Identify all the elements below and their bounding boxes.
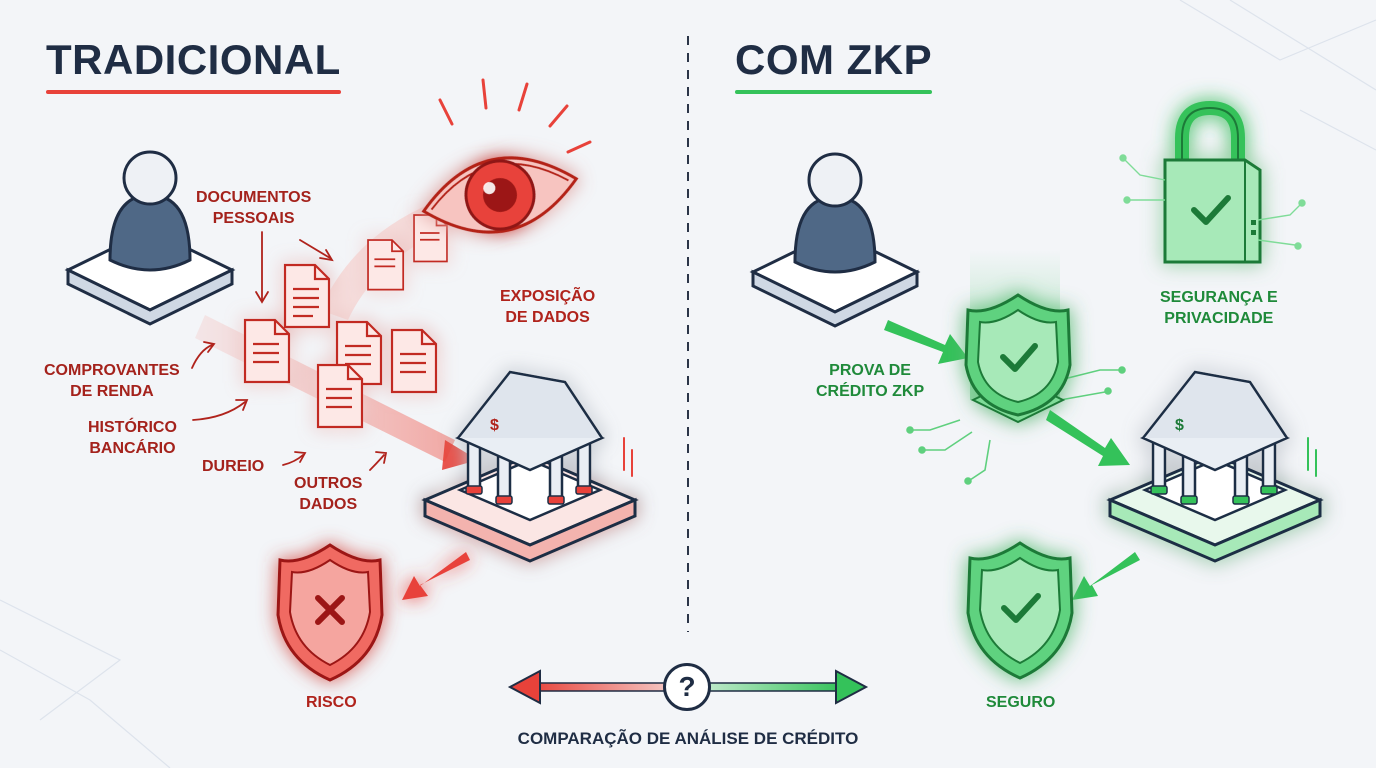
user-icon <box>749 152 921 328</box>
shield-x-icon <box>276 543 384 682</box>
arrow-to-safe <box>1072 552 1140 600</box>
bank-icon: $ <box>421 370 639 563</box>
lock-circuit <box>1119 154 1306 250</box>
label-prova: PROVA DE CRÉDITO ZKP <box>816 362 925 400</box>
svg-text:$: $ <box>490 417 499 434</box>
bank-sparkle <box>1307 437 1317 477</box>
label-exposicao: EXPOSIÇÃO DE DADOS <box>500 288 596 326</box>
proof-circuit <box>906 366 1126 485</box>
arrow-to-risk <box>402 552 470 600</box>
label-outros: OUTROS DADOS <box>294 475 363 513</box>
traditional-title: TRADICIONAL <box>46 36 341 94</box>
label-documentos: DOCUMENTOS PESSOAIS <box>196 189 312 227</box>
svg-text:$: $ <box>1175 417 1184 434</box>
label-seguro: SEGURO <box>986 694 1056 711</box>
shield-check-icon <box>964 293 1072 424</box>
label-seguranca: SEGURANÇA E PRIVACIDADE <box>1160 289 1278 327</box>
zkp-title: COM ZKP <box>735 36 933 94</box>
label-historico: HISTÓRICO BANCÁRIO <box>88 419 177 457</box>
question-icon: ? <box>663 663 711 711</box>
label-dureio: DUREIO <box>202 458 265 475</box>
label-risco: RISCO <box>306 694 357 711</box>
label-comprovantes: COMPROVANTES DE RENDA <box>44 362 180 400</box>
arrow-to-proof <box>884 320 968 364</box>
document-icon <box>243 214 448 429</box>
shield-check-icon <box>966 541 1074 680</box>
lock-icon <box>1163 100 1262 264</box>
diagram-caption: COMPARAÇÃO DE ANÁLISE DE CRÉDITO <box>517 729 859 748</box>
bank-sparkle <box>623 437 633 477</box>
bank-icon: $ <box>1106 370 1324 563</box>
pointer-arrows <box>191 231 388 471</box>
eye-icon <box>421 156 579 234</box>
eye-rays <box>438 78 592 154</box>
arrow-to-bank <box>1046 410 1130 466</box>
user-icon <box>64 150 236 326</box>
